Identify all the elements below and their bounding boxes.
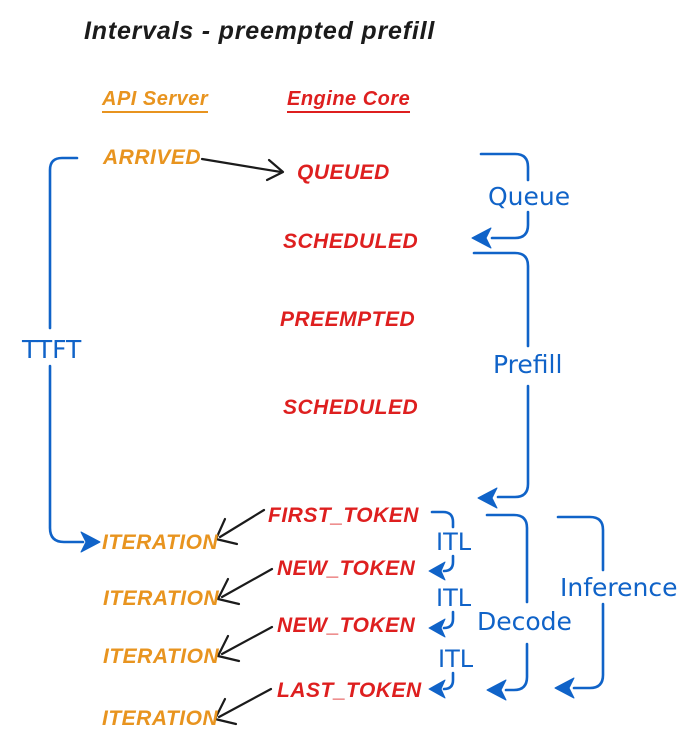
itl-arrowhead-1-icon (428, 561, 446, 581)
decode-bracket (485, 513, 529, 701)
inference-arrowhead-icon (554, 677, 575, 699)
itl-bracket (428, 510, 455, 699)
event-iteration-1: ITERATION (102, 531, 219, 554)
interval-label-queue: Queue (488, 182, 571, 211)
event-preempted: PREEMPTED (280, 308, 416, 331)
event-arrived: ARRIVED (103, 146, 202, 169)
event-iteration-4: ITERATION (102, 707, 219, 730)
event-scheduled-1: SCHEDULED (283, 230, 419, 253)
arrow-new-token1-to-iteration (216, 567, 274, 606)
arrow-arrived-to-queued (200, 157, 285, 182)
interval-label-ttft: TTFT (22, 335, 82, 364)
interval-label-itl-3: ITL (438, 645, 474, 673)
itl-arrowhead-3-icon (428, 679, 446, 699)
queue-bracket (471, 152, 530, 249)
interval-label-itl-2: ITL (436, 584, 472, 612)
inference-bracket (554, 515, 605, 699)
event-first-token: FIRST_TOKEN (268, 504, 419, 527)
ttft-arrowhead-icon (80, 531, 101, 553)
ttft-bracket (48, 156, 101, 553)
interval-label-itl-1: ITL (436, 528, 472, 556)
interval-label-prefill: Prefill (493, 350, 563, 379)
event-queued: QUEUED (297, 161, 390, 184)
event-iteration-3: ITERATION (103, 645, 220, 668)
decode-arrowhead-icon (486, 679, 507, 701)
page-title: Intervals - preempted prefill (84, 17, 436, 45)
arrow-new-token2-to-iteration (216, 625, 274, 663)
prefill-arrowhead-icon (477, 487, 498, 509)
column-header-api-server: API Server (102, 88, 209, 113)
event-last-token: LAST_TOKEN (277, 679, 422, 702)
itl-arrowhead-2-icon (428, 618, 446, 638)
event-iteration-2: ITERATION (103, 587, 220, 610)
arrow-last-token-to-iteration (213, 687, 273, 726)
event-scheduled-2: SCHEDULED (283, 396, 419, 419)
column-header-engine-core: Engine Core (287, 88, 411, 113)
interval-label-inference: Inference (560, 573, 678, 602)
queue-arrowhead-icon (471, 227, 492, 249)
interval-label-decode: Decode (477, 607, 572, 636)
prefill-bracket (472, 251, 530, 509)
arrow-first-token-to-iteration (214, 508, 266, 546)
event-new-token-2: NEW_TOKEN (277, 614, 416, 637)
event-new-token-1: NEW_TOKEN (277, 557, 416, 580)
